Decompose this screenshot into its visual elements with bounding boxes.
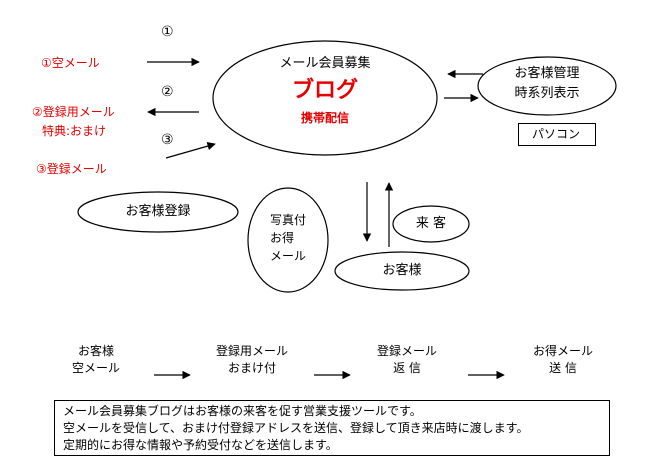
- step3-number: ③: [161, 132, 174, 148]
- flow-step-4-line2: 送 信: [549, 361, 577, 375]
- registration-label: お客様登録: [125, 204, 191, 219]
- description-line2: 空メールを受信して、おまけ付登録アドレスを送信、登録して頂き来店時に渡します。: [63, 421, 529, 435]
- customer-ellipse: [334, 251, 470, 291]
- management-ellipse: [477, 56, 617, 116]
- step1-number: ①: [161, 24, 174, 40]
- description-line3: 定期的にお得な情報や予約受付などを送信します。: [63, 438, 338, 452]
- step3-label: ③登録メール: [36, 162, 107, 176]
- flow-step-2-line1: 登録用メール: [215, 344, 289, 358]
- flow-step-3-line2: 返 信: [393, 361, 421, 375]
- photo-bubble-line3: メール: [269, 249, 307, 263]
- photo-bubble-ellipse: [247, 187, 329, 293]
- step1-label: ①空メール: [41, 56, 100, 70]
- center-title: メール会員募集: [279, 56, 371, 71]
- step2-label-line2: 特典:おまけ: [42, 124, 107, 138]
- flow-step-2-line2: おまけ付: [227, 361, 277, 375]
- step2-number: ②: [161, 84, 174, 100]
- center-ellipse: [212, 40, 438, 156]
- registration-ellipse: [77, 191, 239, 233]
- description-line1: メール会員募集ブログはお客様の来客を促す営業支援ツールです。: [63, 404, 422, 418]
- flow-step-4-line1: お得メール: [532, 344, 594, 358]
- description-box: メール会員募集ブログはお客様の来客を促す営業支援ツールです。 空メールを受信して…: [54, 400, 610, 456]
- customer-label: お客様: [382, 263, 422, 278]
- pc-label: パソコン: [531, 127, 581, 141]
- center-mobile: 携帯配信: [300, 111, 350, 125]
- flow-step-1-line1: お客様: [77, 344, 115, 358]
- flow-step-3-line1: 登録メール: [376, 344, 438, 358]
- step2-label-line1: ②登録用メール: [32, 105, 115, 119]
- management-line2: 時系列表示: [514, 86, 580, 101]
- center-blog: ブログ: [291, 78, 359, 103]
- visit-ellipse: [392, 205, 470, 243]
- flow-step-1-line2: 空メール: [71, 361, 121, 375]
- photo-bubble-line2: お得: [269, 231, 295, 245]
- photo-bubble-line1: 写真付: [269, 213, 307, 227]
- pc-box: [518, 123, 596, 146]
- management-line1: お客様管理: [514, 66, 580, 81]
- visit-label: 来 客: [415, 216, 447, 231]
- arrow-step3: [165, 142, 216, 159]
